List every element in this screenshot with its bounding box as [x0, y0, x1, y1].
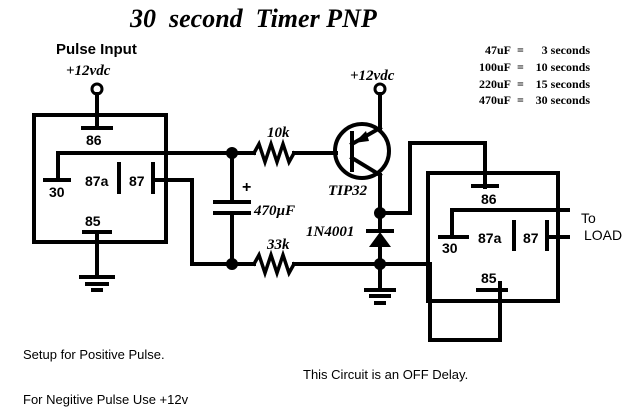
- timing-eq: =: [517, 43, 524, 57]
- timing-time: 15 seconds: [536, 77, 591, 91]
- timing-eq: =: [517, 77, 524, 91]
- output-relay-pin-86: 86: [481, 191, 497, 207]
- junction-dot: [226, 147, 238, 159]
- junction-dot: [226, 258, 238, 270]
- input-relay-pin-86: 86: [86, 132, 102, 148]
- note-right: This Circuit is an OFF Delay. A second P…: [303, 337, 575, 410]
- note-left: Setup for Positive Pulse. For Negitive P…: [23, 317, 196, 410]
- timing-time: 3 seconds: [542, 43, 591, 57]
- resistor-10k-label: 10k: [267, 125, 290, 141]
- transistor-emitter-arrow: [354, 131, 369, 143]
- collector-to-relay-86-wire: [378, 141, 487, 215]
- input-relay-87-wire: [151, 178, 234, 266]
- timing-eq: =: [517, 60, 524, 74]
- output-relay-common-wire: [450, 208, 570, 239]
- output-relay-pin-30: 30: [442, 240, 458, 256]
- input-relay-pin-87a: 87a: [85, 173, 109, 189]
- note-left-line: For Negitive Pulse Use +12v: [23, 392, 189, 407]
- transistor-supply-label: +12vdc: [350, 68, 395, 84]
- input-relay-pin-87: 87: [129, 173, 145, 189]
- load-label-to: To: [581, 210, 596, 226]
- output-relay-pin-87a: 87a: [478, 230, 502, 246]
- capacitor-value-label: 470µF: [253, 203, 295, 219]
- input-relay-pin-30: 30: [49, 184, 65, 200]
- load-label-load: LOAD: [584, 227, 622, 243]
- resistor-33k: [251, 249, 297, 279]
- timing-cap: 470uF: [479, 93, 511, 107]
- timing-cap: 47uF: [485, 43, 511, 57]
- transistor-label: TIP32: [328, 183, 368, 199]
- timing-time: 10 seconds: [536, 60, 591, 74]
- timing-eq: =: [517, 93, 524, 107]
- input-relay-pin-85: 85: [85, 213, 101, 229]
- diode-1n4001-icon: [369, 232, 391, 247]
- diode-label: 1N4001: [306, 224, 354, 240]
- timing-cap: 100uF: [479, 60, 511, 74]
- transistor-tip32-body: [333, 122, 391, 180]
- note-right-line: This Circuit is an OFF Delay.: [303, 367, 469, 382]
- pulse-input-label: Pulse Input: [56, 41, 137, 58]
- timing-table: 47uF = 3 seconds 100uF = 10 seconds 220u…: [479, 43, 590, 107]
- diagram-title: 30 second Timer PNP: [129, 4, 378, 33]
- timing-time: 30 seconds: [536, 93, 591, 107]
- output-relay-pin-87: 87: [523, 230, 539, 246]
- note-left-line: Setup for Positive Pulse.: [23, 347, 165, 362]
- output-relay-pin-85: 85: [481, 270, 497, 286]
- junction-dot: [374, 258, 386, 270]
- input-relay-common-wire: [56, 151, 234, 182]
- junction-dot: [374, 207, 386, 219]
- resistor-10k: [251, 138, 297, 168]
- capacitor-polarity-label: +: [242, 179, 251, 196]
- timing-cap: 220uF: [479, 77, 511, 91]
- transistor-supply-terminal: [373, 82, 387, 96]
- transistor-collector: [349, 155, 383, 178]
- resistor-33k-label: 33k: [266, 237, 290, 253]
- input-supply-label: +12vdc: [66, 63, 111, 79]
